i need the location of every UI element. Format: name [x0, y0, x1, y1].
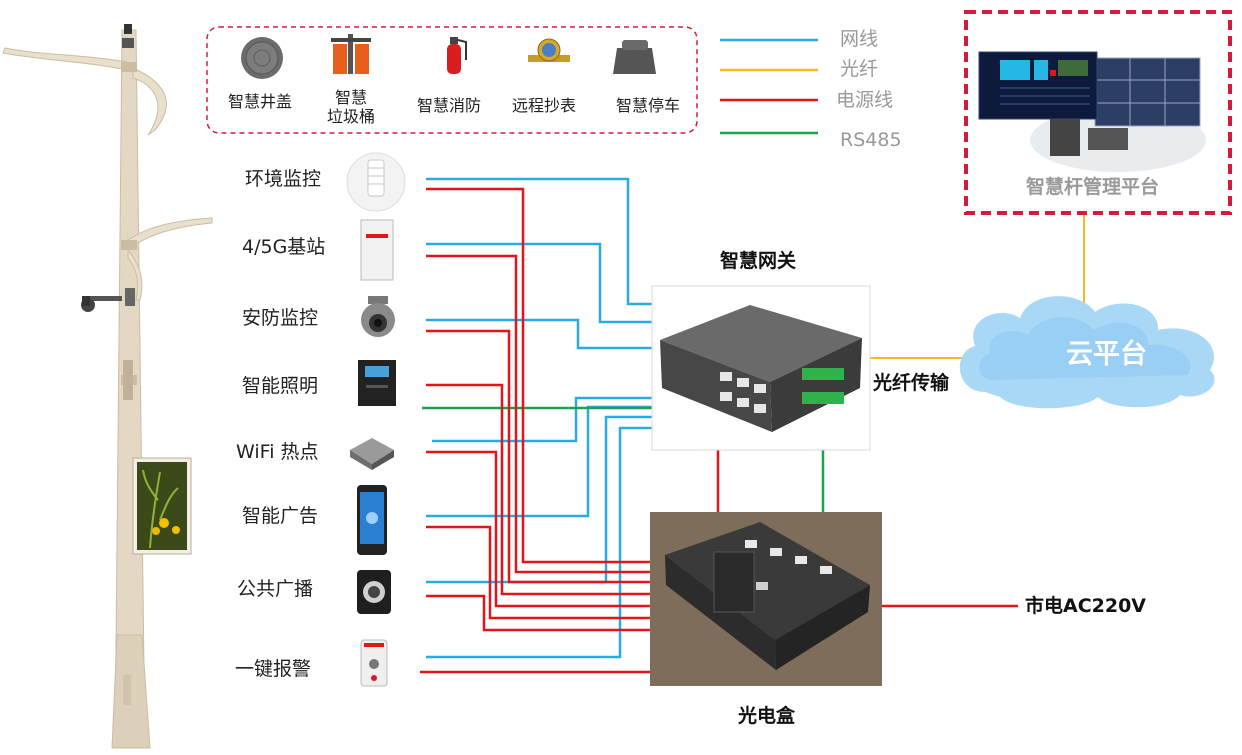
pole-device-label-wifi: WiFi 热点 [236, 441, 319, 463]
optical-box-label: 光电盒 [738, 705, 796, 727]
legend-network-label: 网线 [840, 28, 879, 50]
top-device-label-trash: 智慧 垃圾桶 [327, 88, 376, 127]
parking-sensor-icon [613, 40, 656, 74]
dome-camera-icon [361, 296, 395, 337]
top-device-label-parking: 智慧停车 [616, 96, 681, 115]
rs485-cables [422, 406, 825, 514]
control-room-illustration [978, 51, 1206, 172]
cloud-icon [959, 296, 1215, 409]
lighting-controller-icon [358, 360, 396, 406]
top-devices-box [206, 26, 698, 134]
optical-box-device [650, 512, 882, 686]
legend-fiber-label: 光纤 [840, 58, 879, 80]
management-box [964, 10, 1232, 215]
fiber-cables [870, 214, 1085, 359]
pole-device-label-broadcast: 公共广播 [237, 578, 314, 600]
pole-device-label-environment: 环境监控 [245, 168, 322, 190]
weather-station-icon [346, 152, 406, 212]
pole-camera [81, 288, 135, 312]
ad-screen-icon [357, 485, 387, 555]
wifi-ap-icon [350, 438, 394, 470]
top-device-label-fire: 智慧消防 [417, 96, 482, 115]
legend-power-label: 电源线 [836, 89, 894, 111]
gateway-label: 智慧网关 [720, 250, 797, 272]
manhole-cover-icon [241, 37, 283, 79]
alarm-button-icon [360, 639, 388, 687]
top-device-label-meter: 远程抄表 [512, 96, 577, 115]
cloud-label: 云平台 [1066, 339, 1147, 370]
base-station-icon [360, 219, 394, 281]
pole-device-label-security: 安防监控 [242, 307, 319, 329]
fiber-transmission-label: 光纤传输 [873, 372, 950, 394]
pole-device-label-base-station: 4/5G基站 [242, 236, 326, 258]
fire-extinguisher-icon [447, 37, 467, 74]
network-cables [426, 177, 652, 659]
water-meter-icon [528, 38, 570, 62]
pole-device-label-ad: 智能广告 [242, 505, 319, 527]
smart-pole [2, 24, 213, 749]
trash-bin-icon [331, 34, 371, 74]
pole-device-label-lighting: 智能照明 [242, 375, 319, 397]
management-label: 智慧杆管理平台 [1026, 176, 1160, 198]
power-cables [420, 187, 1018, 674]
gateway-device [651, 285, 871, 451]
pole-ad-screen [132, 457, 192, 555]
legend [720, 38, 818, 135]
pole-device-label-alarm: 一键报警 [235, 658, 312, 680]
speaker-icon [357, 570, 391, 614]
legend-rs485-label: RS485 [840, 129, 902, 151]
mains-label: 市电AC220V [1025, 595, 1147, 617]
top-device-label-manhole: 智慧井盖 [228, 92, 293, 111]
